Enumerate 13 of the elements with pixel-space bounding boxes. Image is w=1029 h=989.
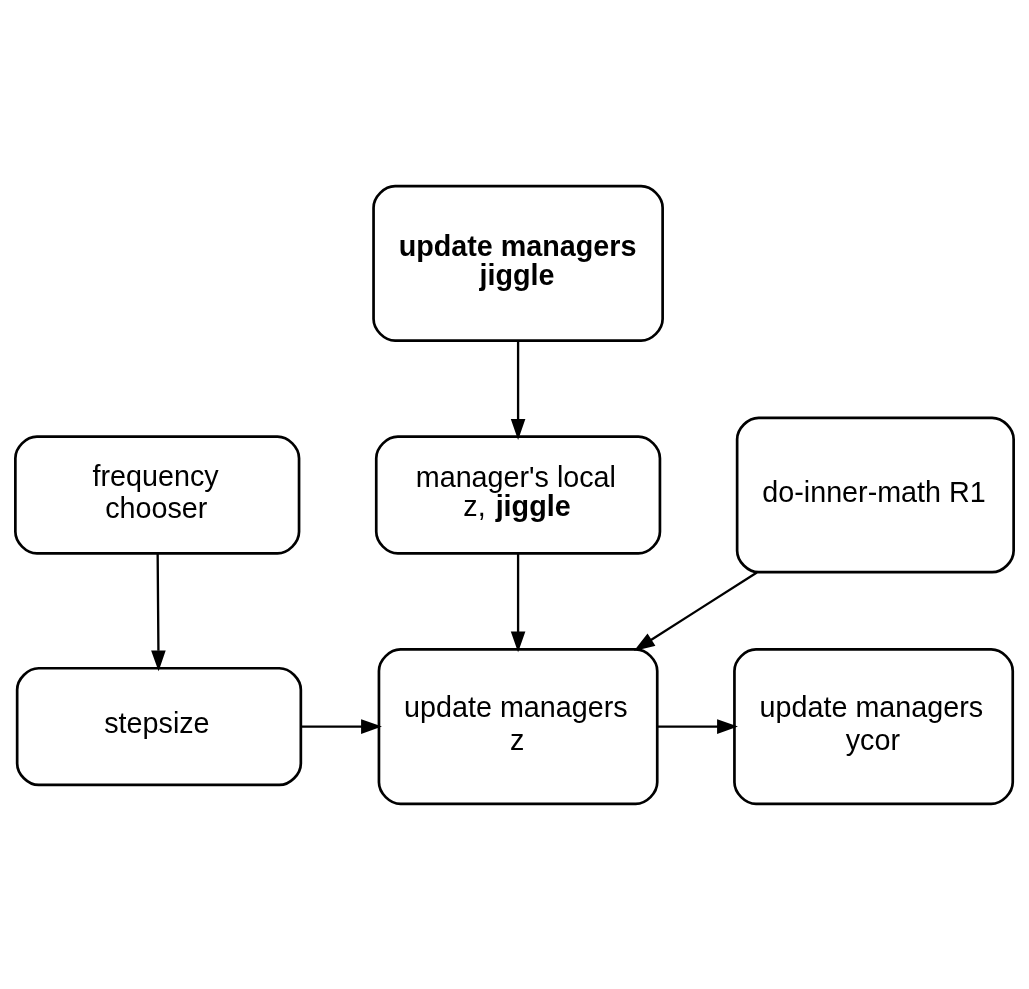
arrow bbox=[633, 570, 758, 651]
arrow bbox=[151, 553, 166, 671]
arrow bbox=[301, 718, 382, 734]
node-box: frequency chooser bbox=[14, 434, 301, 555]
arrow bbox=[657, 718, 738, 734]
node-box: update managers jiggle bbox=[372, 184, 664, 342]
node-box: stepsize bbox=[15, 666, 303, 786]
node-box: do-inner-math R1 bbox=[735, 415, 1015, 574]
arrow bbox=[510, 340, 526, 440]
arrow bbox=[510, 553, 526, 652]
node-box: manager's local z, jiggle bbox=[374, 434, 662, 555]
node-box: update managers ycor bbox=[733, 647, 1015, 805]
node-box: update managers z bbox=[377, 647, 659, 805]
